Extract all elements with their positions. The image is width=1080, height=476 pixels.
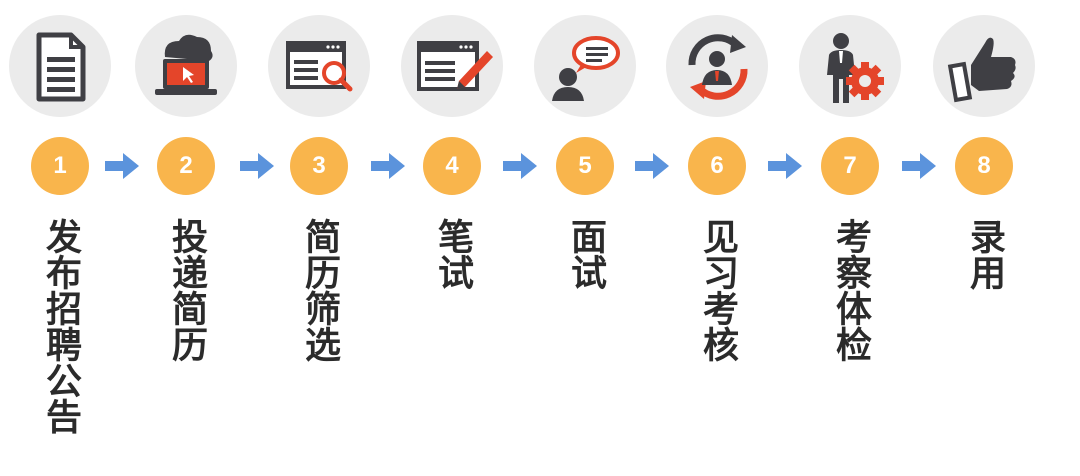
step-label: 录用 — [964, 218, 1005, 290]
step-3-icon-bg — [268, 15, 370, 117]
step-8-icon-bg — [933, 15, 1035, 117]
step-2: 2 投递简历 — [126, 0, 246, 476]
step-7: 7 考察体检 — [790, 0, 910, 476]
step-number: 5 — [556, 137, 614, 195]
step-label: 简历筛选 — [299, 218, 340, 362]
step-2-icon-bg — [135, 15, 237, 117]
step-label: 见习考核 — [697, 218, 738, 362]
step-number: 7 — [821, 137, 879, 195]
step-number: 4 — [423, 137, 481, 195]
step-4-icon-bg — [401, 15, 503, 117]
step-label: 面试 — [565, 218, 606, 290]
browser-search-icon — [286, 41, 353, 92]
step-1-icon-bg — [9, 15, 111, 117]
step-label: 发布招聘公告 — [40, 218, 81, 434]
step-number: 6 — [688, 137, 746, 195]
step-label: 笔试 — [432, 218, 473, 290]
arrow-right-icon — [902, 153, 936, 179]
step-7-icon-bg — [799, 15, 901, 117]
step-1: 1 发布招聘公告 — [0, 0, 120, 476]
arrow-right-icon — [635, 153, 669, 179]
step-6-icon-bg — [666, 15, 768, 117]
step-label: 投递简历 — [166, 218, 207, 362]
document-icon — [36, 32, 86, 102]
step-4: 4 笔试 — [392, 0, 512, 476]
step-8: 8 录用 — [924, 0, 1044, 476]
arrow-right-icon — [371, 153, 405, 179]
step-6: 6 见习考核 — [657, 0, 777, 476]
arrow-right-icon — [105, 153, 139, 179]
step-number: 3 — [290, 137, 348, 195]
person-speech-icon — [552, 36, 620, 101]
person-cycle-icon — [688, 34, 748, 100]
step-5: 5 面试 — [525, 0, 645, 476]
step-label: 考察体检 — [830, 218, 871, 362]
step-3: 3 简历筛选 — [259, 0, 379, 476]
thumbs-up-icon — [947, 37, 1016, 103]
step-number: 1 — [31, 137, 89, 195]
step-number: 2 — [157, 137, 215, 195]
businessman-gear-icon — [827, 33, 884, 103]
step-number: 8 — [955, 137, 1013, 195]
arrow-right-icon — [768, 153, 802, 179]
browser-pencil-icon — [417, 41, 493, 91]
arrow-right-icon — [503, 153, 537, 179]
arrow-right-icon — [240, 153, 274, 179]
laptop-cloud-icon — [155, 34, 217, 95]
step-5-icon-bg — [534, 15, 636, 117]
